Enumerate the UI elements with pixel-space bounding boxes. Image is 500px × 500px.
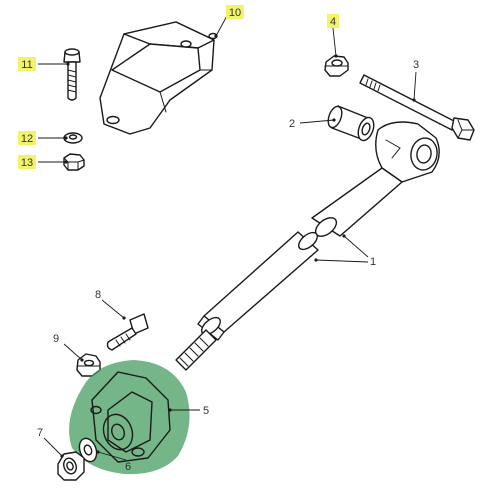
part-1-strut[interactable]	[175, 121, 440, 371]
callout-9[interactable]: 9	[53, 333, 59, 345]
callout-10[interactable]: 10	[226, 5, 244, 19]
callout-9-label: 9	[53, 333, 59, 345]
part-5-mounting-flange[interactable]	[69, 360, 190, 475]
callout-2[interactable]: 2	[289, 118, 295, 130]
callout-7-label: 7	[37, 427, 43, 439]
callout-5-label: 5	[203, 405, 209, 417]
callout-11[interactable]: 11	[18, 57, 36, 71]
callout-6-label: 6	[125, 461, 131, 473]
callout-1-label: 1	[370, 256, 376, 268]
callout-3-label: 3	[413, 59, 419, 71]
callout-5[interactable]: 5	[203, 405, 209, 417]
callout-12[interactable]: 12	[18, 131, 36, 145]
callout-4[interactable]: 4	[327, 14, 339, 28]
part-4-nut[interactable]	[324, 55, 349, 77]
part-7-nut[interactable]	[57, 451, 85, 481]
callout-10-label: 10	[229, 7, 241, 19]
callout-12-label: 12	[21, 133, 33, 145]
callout-7[interactable]: 7	[37, 427, 43, 439]
callout-11-label: 11	[21, 59, 32, 71]
part-3-long-bolt[interactable]	[359, 74, 475, 141]
part-10-mounting-bracket[interactable]	[99, 21, 218, 135]
callout-1[interactable]: 1	[370, 256, 376, 268]
part-12-washer[interactable]	[63, 132, 83, 144]
part-11-bolt[interactable]	[63, 48, 81, 101]
part-6-washer[interactable]	[76, 436, 99, 464]
part-2-bush[interactable]	[326, 105, 377, 143]
callout-13-label: 13	[21, 157, 33, 169]
part-8-bolt[interactable]	[106, 313, 149, 351]
callout-4-label: 4	[330, 16, 336, 28]
callout-3[interactable]: 3	[413, 59, 419, 71]
callout-13[interactable]: 13	[18, 155, 36, 169]
callout-6[interactable]: 6	[125, 461, 131, 473]
callout-2-label: 2	[289, 118, 295, 130]
callout-8[interactable]: 8	[95, 289, 101, 301]
leader-lines	[38, 13, 417, 461]
callout-8-label: 8	[95, 289, 101, 301]
part-5-highlight	[69, 360, 190, 475]
part-13-nut[interactable]	[63, 153, 85, 171]
